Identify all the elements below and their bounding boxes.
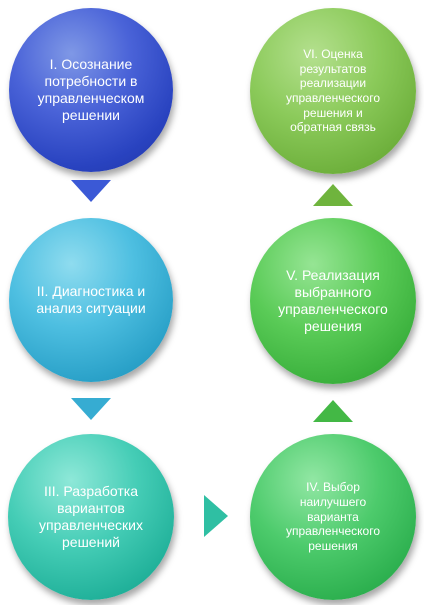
arrow-right-icon	[204, 495, 228, 537]
step-3-label: III. Разработка вариантов управленческих…	[39, 482, 143, 551]
step-1-circle: I. Осознание потребности в управленческо…	[9, 8, 173, 172]
arrow-down-icon	[71, 398, 111, 420]
step-2-circle: II. Диагностика и анализ ситуации	[9, 218, 173, 382]
arrow-up-icon	[313, 184, 353, 206]
step-2-label: II. Диагностика и анализ ситуации	[36, 282, 146, 316]
step-5-circle: V. Реализация выбранного управленческого…	[250, 218, 416, 384]
step-1-label: I. Осознание потребности в управленческо…	[37, 55, 145, 124]
step-6-label: VI. Оценка результатов реализации управл…	[285, 47, 381, 135]
arrow-up-icon	[313, 400, 353, 422]
step-4-label: IV. Выбор наилучшего варианта управленче…	[285, 480, 381, 553]
step-3-circle: III. Разработка вариантов управленческих…	[8, 434, 174, 600]
step-4-circle: IV. Выбор наилучшего варианта управленче…	[250, 434, 416, 600]
arrow-down-icon	[71, 180, 111, 202]
step-5-label: V. Реализация выбранного управленческого…	[278, 266, 388, 335]
step-6-circle: VI. Оценка результатов реализации управл…	[250, 8, 416, 174]
